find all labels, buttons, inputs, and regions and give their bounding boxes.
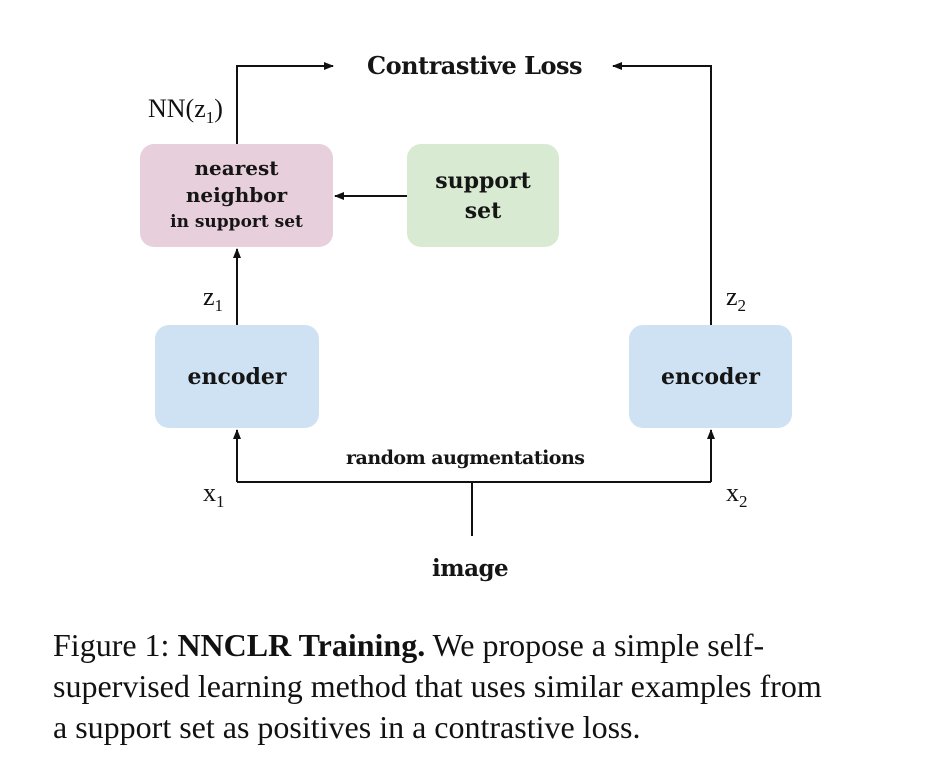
z2-label: z2 <box>726 282 746 316</box>
arrow-z2-to-loss <box>612 62 712 325</box>
image-label: image <box>432 555 509 582</box>
z1-label: z1 <box>203 282 223 316</box>
figure-caption: Figure 1: NNCLR Training. We propose a s… <box>53 625 893 748</box>
encoder-box-right: encoder <box>629 325 792 428</box>
caption-prefix: Figure 1: <box>53 627 178 663</box>
nearest-line-3: in support set <box>170 212 303 232</box>
encoder-left-label: encoder <box>187 363 287 390</box>
caption-bold-title: NNCLR Training. <box>177 627 426 663</box>
nn-label-close: ) <box>214 94 223 123</box>
z1-sub: 1 <box>214 296 224 315</box>
x2-label: x2 <box>726 478 748 512</box>
caption-line-1: Figure 1: NNCLR Training. We propose a s… <box>53 625 893 666</box>
nearest-neighbor-box: nearest neighbor in support set <box>140 144 333 247</box>
nn-label-sub: 1 <box>205 108 215 127</box>
z2-text: z <box>726 282 738 311</box>
support-line-2: set <box>464 197 502 224</box>
caption-line-1-rest: We propose a simple self- <box>425 627 765 663</box>
nn-z1-label: NN(z1) <box>148 94 223 128</box>
x1-label: x1 <box>203 478 225 512</box>
contrastive-loss-label: Contrastive Loss <box>367 51 583 80</box>
x2-text: x <box>726 478 739 507</box>
z2-sub: 2 <box>737 296 747 315</box>
x1-text: x <box>203 478 216 507</box>
x1-sub: 1 <box>216 492 225 511</box>
encoder-box-left: encoder <box>155 325 319 428</box>
arrow-nn-to-loss <box>236 62 334 144</box>
x2-sub: 2 <box>739 492 748 511</box>
caption-line-2: supervised learning method that uses sim… <box>53 668 822 704</box>
random-augmentations-label: random augmentations <box>346 447 585 469</box>
encoder-right-label: encoder <box>660 363 761 390</box>
nn-label-text: NN(z <box>148 94 206 123</box>
nearest-line-1: nearest <box>194 156 279 180</box>
z1-text: z <box>203 282 215 311</box>
support-set-box: support set <box>407 144 559 247</box>
caption-line-3: a support set as positives in a contrast… <box>53 709 641 745</box>
nearest-line-2: neighbor <box>185 183 288 207</box>
support-line-1: support <box>435 167 531 194</box>
